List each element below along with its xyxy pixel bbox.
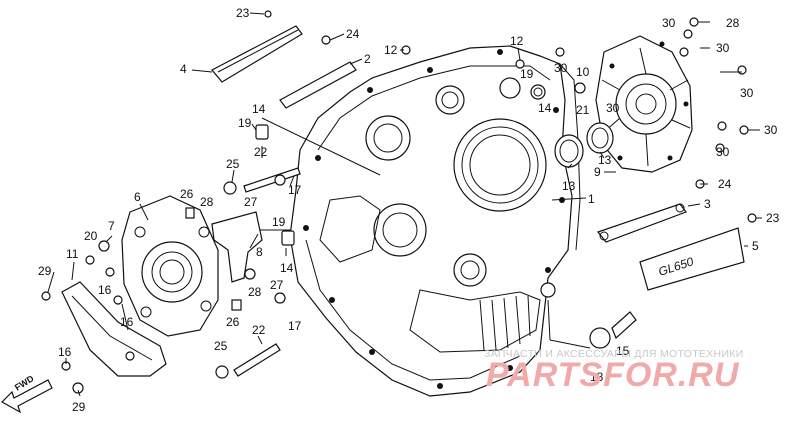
callout-30: 30 (740, 86, 754, 100)
callout-12: 12 (510, 34, 524, 48)
callout-11: 11 (66, 247, 79, 261)
callout-15: 15 (616, 344, 630, 358)
callout-14: 14 (252, 102, 266, 116)
callout-22: 22 (254, 145, 268, 159)
callout-30: 30 (662, 16, 676, 30)
callout-1: 1 (588, 192, 595, 206)
callout-26: 26 (180, 187, 194, 201)
callout-3: 3 (704, 197, 711, 211)
callout-19: 19 (272, 215, 286, 229)
callout-2: 2 (364, 52, 371, 66)
callout-30: 30 (716, 41, 730, 55)
callout-labels: 23 24 2 12 12 30 28 4 19 30 10 30 30 14 … (38, 6, 780, 414)
covers-and-plates (211, 25, 745, 291)
callout-19: 19 (238, 116, 252, 130)
callout-22: 22 (252, 323, 266, 337)
callout-14: 14 (538, 101, 552, 115)
callout-17: 17 (288, 319, 302, 333)
callout-29: 29 (72, 400, 86, 414)
crankcase (289, 45, 581, 397)
callout-30: 30 (764, 123, 778, 137)
callout-24: 24 (346, 27, 360, 41)
callout-20: 20 (84, 229, 98, 243)
callout-18: 18 (590, 370, 604, 384)
callout-28: 28 (200, 195, 214, 209)
callout-25: 25 (214, 339, 228, 353)
left-side-parts (41, 124, 301, 394)
callout-27: 27 (244, 195, 258, 209)
oil-seals (554, 122, 614, 168)
callout-28: 28 (248, 285, 262, 299)
callout-4: 4 (180, 62, 187, 76)
callout-6: 6 (134, 190, 141, 204)
forward-arrow (1, 379, 53, 414)
callout-28: 28 (726, 16, 740, 30)
watermark-tagline: ЗАПЧАСТИ И АКСЕССУАРЫ ДЛЯ МОТОТЕХНИКИ (484, 348, 744, 360)
callout-7: 7 (108, 219, 115, 233)
callout-29: 29 (38, 264, 52, 278)
callout-26: 26 (226, 315, 240, 329)
callout-16: 16 (98, 283, 112, 297)
callout-30: 30 (716, 145, 730, 159)
callout-14: 14 (280, 261, 294, 275)
callout-23: 23 (236, 6, 250, 20)
callout-24: 24 (718, 177, 732, 191)
callout-16: 16 (120, 315, 134, 329)
callout-30: 30 (554, 61, 568, 75)
leader-lines (47, 12, 762, 397)
callout-5: 5 (752, 239, 759, 253)
callout-30: 30 (606, 101, 620, 115)
callout-9: 9 (594, 165, 601, 179)
callout-25: 25 (226, 157, 240, 171)
callout-16: 16 (58, 345, 72, 359)
callout-12: 12 (384, 43, 398, 57)
rear-cover (595, 35, 693, 173)
callout-21: 21 (576, 103, 590, 117)
callout-10: 10 (576, 65, 590, 79)
callout-23: 23 (766, 211, 780, 225)
callout-13: 13 (562, 179, 576, 193)
watermark-brand: PARTSFOR.RU (486, 356, 740, 394)
callout-27: 27 (270, 278, 284, 292)
callout-17: 17 (288, 183, 302, 197)
callout-8: 8 (256, 245, 263, 259)
callout-13: 13 (598, 153, 612, 167)
callout-19: 19 (520, 67, 534, 81)
